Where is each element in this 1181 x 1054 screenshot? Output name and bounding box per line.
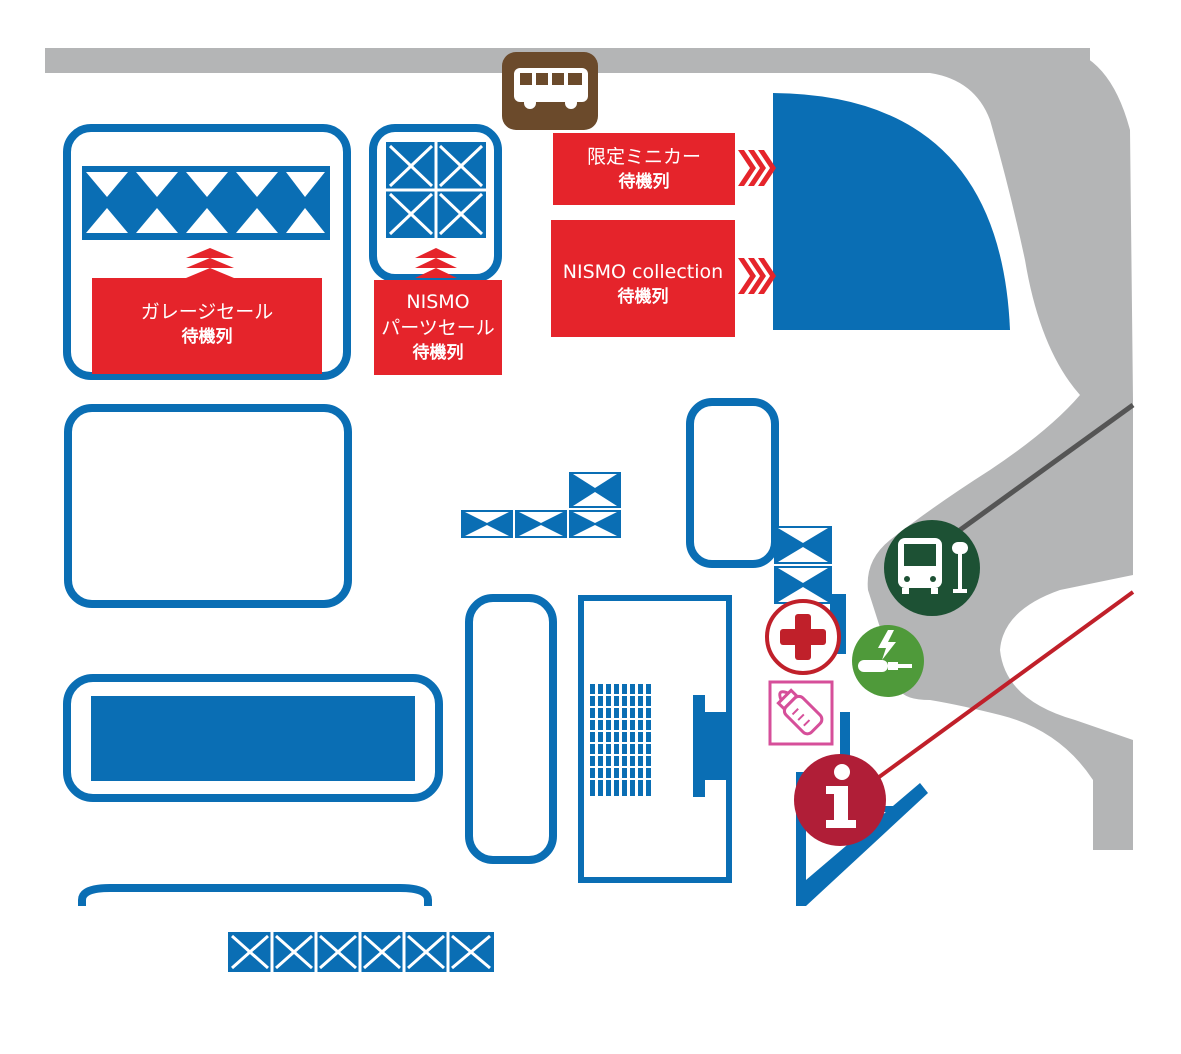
bus-icon[interactable] [502, 52, 598, 130]
booth-vertical [686, 398, 779, 568]
booth-nismo-parts [369, 124, 502, 282]
baby-bottle-icon[interactable] [768, 680, 834, 746]
queue-title: 限定ミニカー [586, 146, 701, 168]
queue-limited-minicar: 限定ミニカー 待機列 [553, 133, 735, 205]
bus-stop-icon[interactable] [884, 520, 980, 616]
tent-group [461, 472, 621, 538]
queue-title-2: パーツセール [381, 317, 495, 339]
queue-subtitle: 待機列 [617, 287, 669, 307]
arrow-up-icon [186, 248, 234, 278]
booth-bottom [78, 884, 432, 906]
first-aid-cross-icon[interactable] [765, 599, 841, 675]
tent-group [774, 526, 832, 604]
queue-subtitle: 待機列 [181, 327, 233, 347]
queue-title: ガレージセール [140, 301, 274, 323]
queue-subtitle: 待機列 [618, 172, 670, 192]
queue-title: NISMO [406, 291, 470, 313]
queue-garage-sale: ガレージセール 待機列 [92, 278, 322, 374]
arrow-right-icon [738, 258, 776, 294]
queue-nismo-parts: NISMO パーツセール 待機列 [374, 280, 502, 375]
information-icon[interactable] [794, 754, 886, 846]
booth-lower-left [63, 674, 443, 802]
main-stage [773, 93, 1010, 330]
queue-nismo-collection: NISMO collection 待機列 [551, 220, 735, 337]
ev-charger-icon[interactable] [852, 625, 924, 697]
queue-subtitle: 待機列 [412, 343, 464, 363]
booth-empty [64, 404, 352, 608]
arrow-right-icon [738, 150, 776, 186]
booth-tall [465, 594, 557, 864]
queue-title: NISMO collection [562, 261, 724, 283]
stage-building [578, 595, 732, 883]
tent-row-bottom [228, 932, 494, 972]
arrow-up-icon [415, 248, 457, 278]
